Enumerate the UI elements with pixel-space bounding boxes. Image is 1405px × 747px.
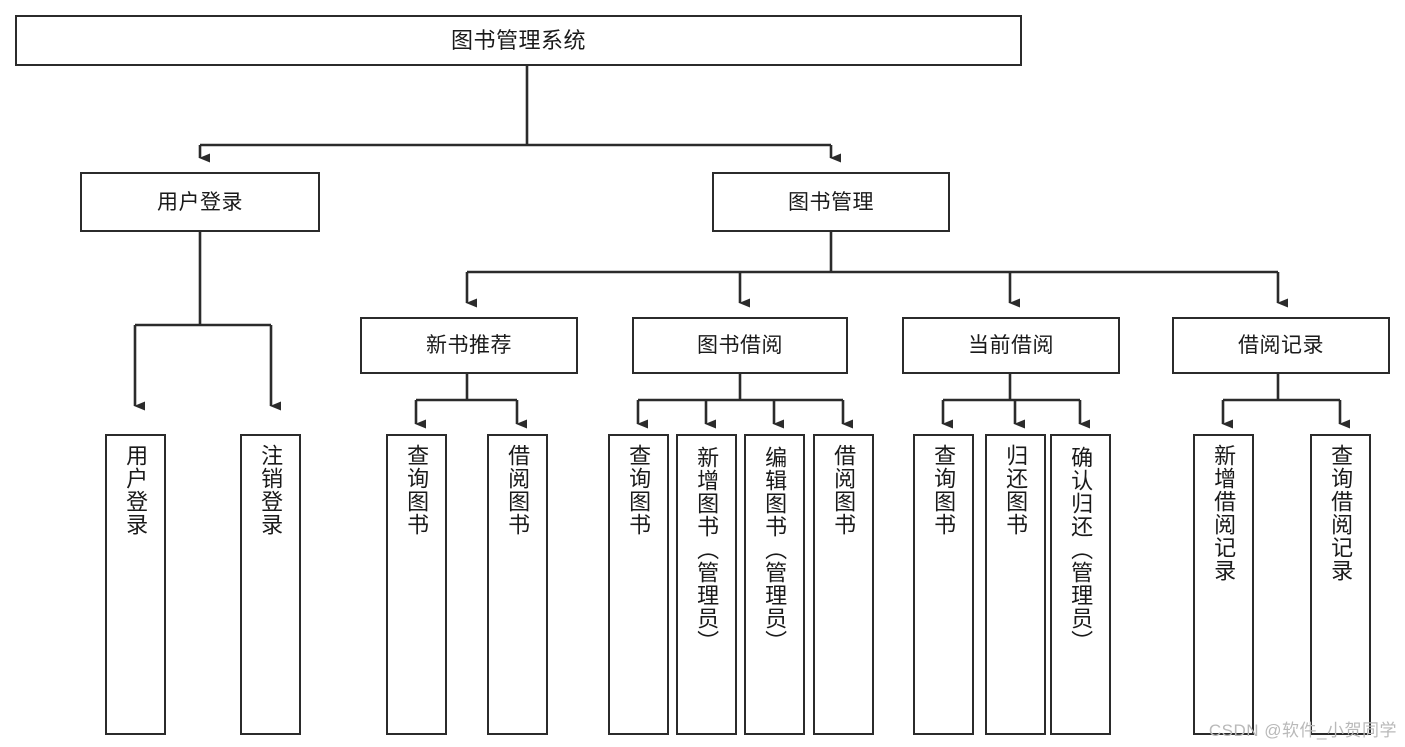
leaf-add-book-admin[interactable]: 新增图书（管理员） [676, 434, 737, 735]
leaf-edit-book-admin[interactable]: 编辑图书（管理员） [744, 434, 805, 735]
node-book-management[interactable]: 图书管理 [712, 172, 950, 232]
node-label: 查询图书 [626, 444, 652, 536]
node-label: 新增借阅记录 [1211, 444, 1237, 582]
node-label: 图书管理 [788, 190, 874, 214]
node-label: 图书管理系统 [450, 27, 586, 53]
node-label: 归还图书 [1003, 444, 1029, 536]
node-book-borrow[interactable]: 图书借阅 [632, 317, 848, 374]
node-root-system[interactable]: 图书管理系统 [15, 15, 1022, 66]
node-label: 借阅图书 [831, 444, 857, 536]
leaf-query-book-recommend[interactable]: 查询图书 [386, 434, 447, 735]
leaf-user-login[interactable]: 用户登录 [105, 434, 166, 735]
node-label: 编辑图书（管理员） [762, 446, 788, 653]
leaf-add-borrow-record[interactable]: 新增借阅记录 [1193, 434, 1254, 735]
leaf-logout-login[interactable]: 注销登录 [240, 434, 301, 735]
leaf-return-book[interactable]: 归还图书 [985, 434, 1046, 735]
node-current-borrow[interactable]: 当前借阅 [902, 317, 1120, 374]
node-label: 借阅图书 [505, 444, 531, 536]
node-label: 确认归还（管理员） [1068, 446, 1094, 653]
node-label: 借阅记录 [1238, 334, 1324, 357]
node-label: 新增图书（管理员） [694, 446, 720, 653]
watermark-text: CSDN @软件_小贺同学 [1208, 721, 1397, 740]
node-label: 图书借阅 [697, 334, 783, 357]
node-label: 查询图书 [404, 444, 430, 536]
node-borrow-record[interactable]: 借阅记录 [1172, 317, 1390, 374]
node-label: 注销登录 [258, 444, 284, 536]
node-label: 查询图书 [931, 444, 957, 536]
leaf-query-book-current[interactable]: 查询图书 [913, 434, 974, 735]
leaf-query-book-borrow[interactable]: 查询图书 [608, 434, 669, 735]
node-user-login[interactable]: 用户登录 [80, 172, 320, 232]
leaf-borrow-book[interactable]: 借阅图书 [813, 434, 874, 735]
node-label: 新书推荐 [426, 334, 512, 357]
node-label: 用户登录 [123, 444, 149, 536]
node-new-book-recommend[interactable]: 新书推荐 [360, 317, 578, 374]
node-label: 当前借阅 [968, 334, 1054, 357]
node-label: 用户登录 [157, 190, 243, 214]
leaf-query-borrow-record[interactable]: 查询借阅记录 [1310, 434, 1371, 735]
node-label: 查询借阅记录 [1328, 444, 1354, 582]
leaf-confirm-return-admin[interactable]: 确认归还（管理员） [1050, 434, 1111, 735]
leaf-borrow-book-recommend[interactable]: 借阅图书 [487, 434, 548, 735]
